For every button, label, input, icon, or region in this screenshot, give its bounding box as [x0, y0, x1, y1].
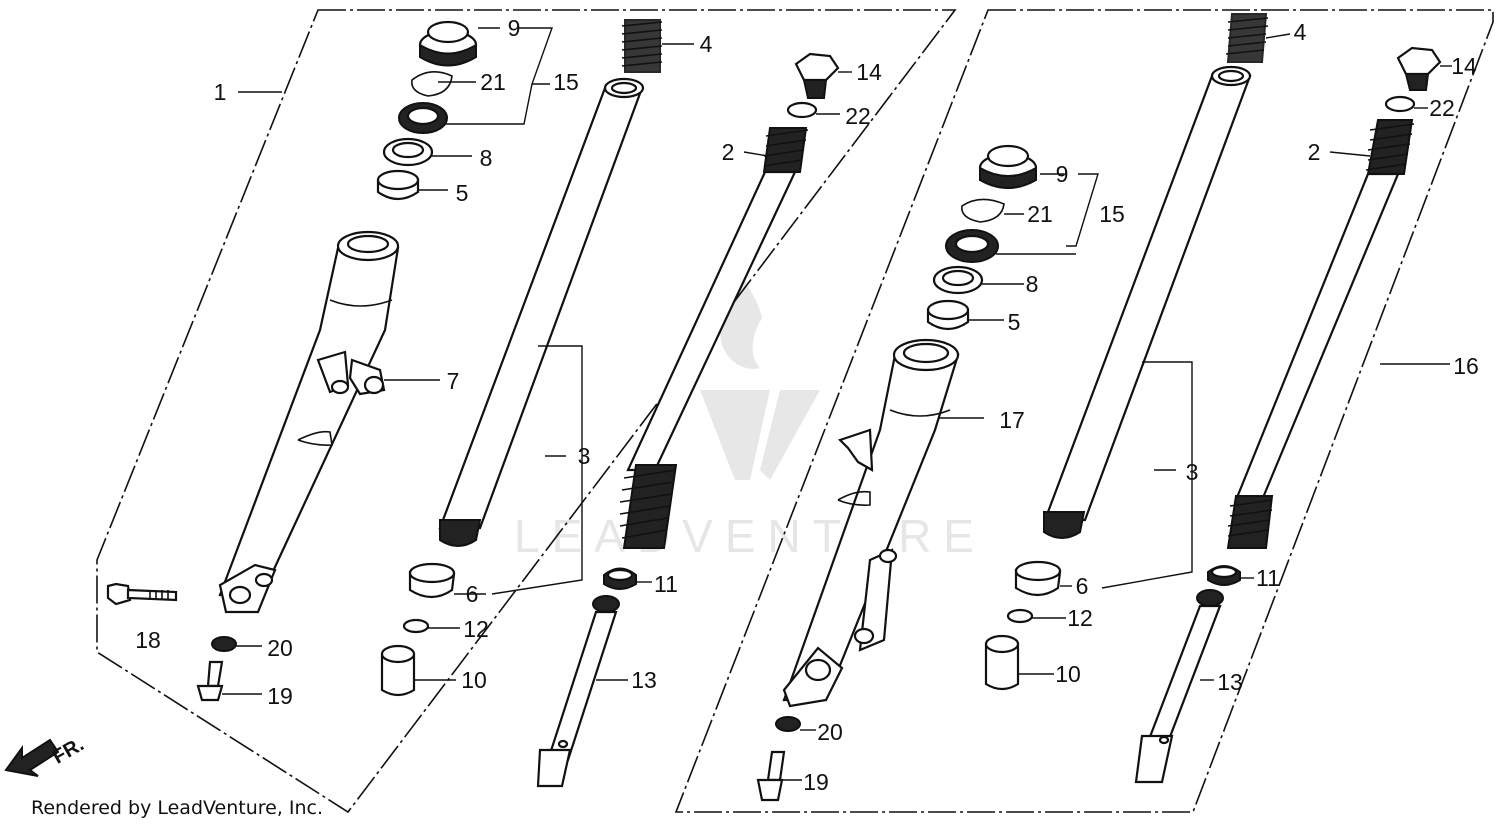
part-14-fork-bolt-right: [1396, 46, 1442, 91]
watermark-text: LEADVENTURE: [514, 510, 986, 562]
part-2-fork-spring-left: [619, 127, 809, 549]
callout-r-2: 2: [1308, 139, 1321, 165]
part-20-sealing-washer-right: [775, 716, 801, 732]
right-leader-lines: [782, 33, 1452, 781]
callout-r-10: 10: [1055, 661, 1081, 687]
callout-15: 15: [553, 69, 579, 95]
left-assembly-border: [96, 9, 957, 814]
part-8-backup-ring: [382, 137, 434, 167]
right-assembly-border: [674, 9, 1494, 813]
part-10-oil-lock-piece-right: [984, 634, 1020, 691]
part-22-o-ring: [786, 101, 818, 119]
part-5-guide-bushing: [376, 169, 420, 201]
callout-4: 4: [700, 31, 713, 57]
part-3-fork-pipe-left: [438, 77, 645, 547]
part-13-damper-rod-left: [536, 595, 620, 788]
callout-19: 19: [267, 683, 293, 709]
part-12-piston-ring-right: [1006, 608, 1034, 624]
callout-7: 7: [447, 368, 460, 394]
part-3-fork-pipe-right: [1043, 65, 1252, 539]
callout-r-16: 16: [1453, 353, 1479, 379]
part-7-fork-slider-left: [218, 230, 400, 614]
callout-r-13: 13: [1217, 669, 1243, 695]
part-9-dust-seal-right: [978, 144, 1038, 189]
callout-3: 3: [578, 443, 591, 469]
watermark-v-icon: [700, 390, 820, 480]
part-18-axle-pinch-bolt: [106, 582, 178, 606]
callout-1: 1: [214, 79, 227, 105]
part-17-fork-slider-right: [782, 338, 960, 708]
callout-r-5: 5: [1008, 309, 1021, 335]
part-10-oil-lock-piece: [380, 644, 416, 697]
part-22-o-ring-right: [1384, 95, 1416, 113]
callout-r-4: 4: [1294, 19, 1307, 45]
part-19-socket-bolt-left: [196, 660, 224, 702]
part-21-stopper-ring: [411, 71, 453, 97]
front-arrow-icon: [4, 738, 60, 777]
callout-r-15: 15: [1099, 201, 1125, 227]
callout-6: 6: [466, 581, 479, 607]
callout-r-20: 20: [817, 719, 843, 745]
part-9-dust-seal: [418, 20, 478, 67]
callout-12: 12: [463, 616, 489, 642]
part-13-damper-rod-right: [1134, 589, 1224, 784]
callout-r-22: 22: [1429, 95, 1455, 121]
part-6-slide-bushing: [408, 562, 456, 599]
front-direction-indicator: FR.: [4, 733, 88, 777]
callout-r-14: 14: [1451, 53, 1477, 79]
callout-r-19: 19: [803, 769, 829, 795]
callout-10: 10: [461, 667, 487, 693]
part-11-piston-ring: [603, 567, 637, 590]
callout-r-21: 21: [1027, 201, 1053, 227]
callout-9: 9: [508, 15, 521, 41]
part-5-guide-bushing-right: [926, 299, 970, 331]
part-19-socket-bolt-right: [756, 750, 786, 802]
callout-18: 18: [135, 627, 161, 653]
part-11-piston-ring-right: [1207, 565, 1241, 586]
part-21-stopper-ring-right: [961, 198, 1005, 223]
callout-8: 8: [480, 145, 493, 171]
callout-13: 13: [631, 667, 657, 693]
callout-22: 22: [845, 103, 871, 129]
part-6-slide-bushing-right: [1014, 560, 1062, 597]
callout-20: 20: [267, 635, 293, 661]
left-callout-numbers: 1 9 21 15 8 5 7 4 3 6 12 10 14 22 2 11 1…: [135, 15, 882, 709]
callout-11: 11: [654, 571, 678, 597]
right-callout-numbers: 9 21 15 8 5 17 4 3 6 12 10 14 22 2 16 11…: [803, 19, 1479, 795]
callout-r-12: 12: [1067, 605, 1093, 631]
callout-r-9: 9: [1056, 161, 1069, 187]
front-label: FR.: [49, 733, 88, 768]
part-4-spacer-spring: [621, 19, 663, 73]
part-8-backup-ring-right: [932, 265, 984, 295]
callout-r-17: 17: [999, 407, 1025, 433]
part-15-oil-seal-right: [945, 229, 999, 263]
part-20-sealing-washer-left: [211, 636, 237, 652]
callout-r-11: 11: [1256, 565, 1280, 591]
callout-14: 14: [856, 59, 882, 85]
part-12-piston-ring: [402, 618, 430, 634]
part-14-fork-bolt: [794, 52, 840, 99]
callout-2: 2: [722, 139, 735, 165]
callout-21: 21: [480, 69, 506, 95]
callout-r-8: 8: [1026, 271, 1039, 297]
part-16-fork-spring-right: [1226, 119, 1415, 549]
callout-r-3: 3: [1186, 459, 1199, 485]
footer-credit: Rendered by LeadVenture, Inc.: [31, 797, 324, 819]
part-15-oil-seal: [398, 102, 448, 134]
callout-5: 5: [456, 180, 469, 206]
callout-r-6: 6: [1076, 573, 1089, 599]
left-leader-lines: [222, 27, 852, 695]
part-4-spacer-spring-right: [1225, 13, 1269, 63]
